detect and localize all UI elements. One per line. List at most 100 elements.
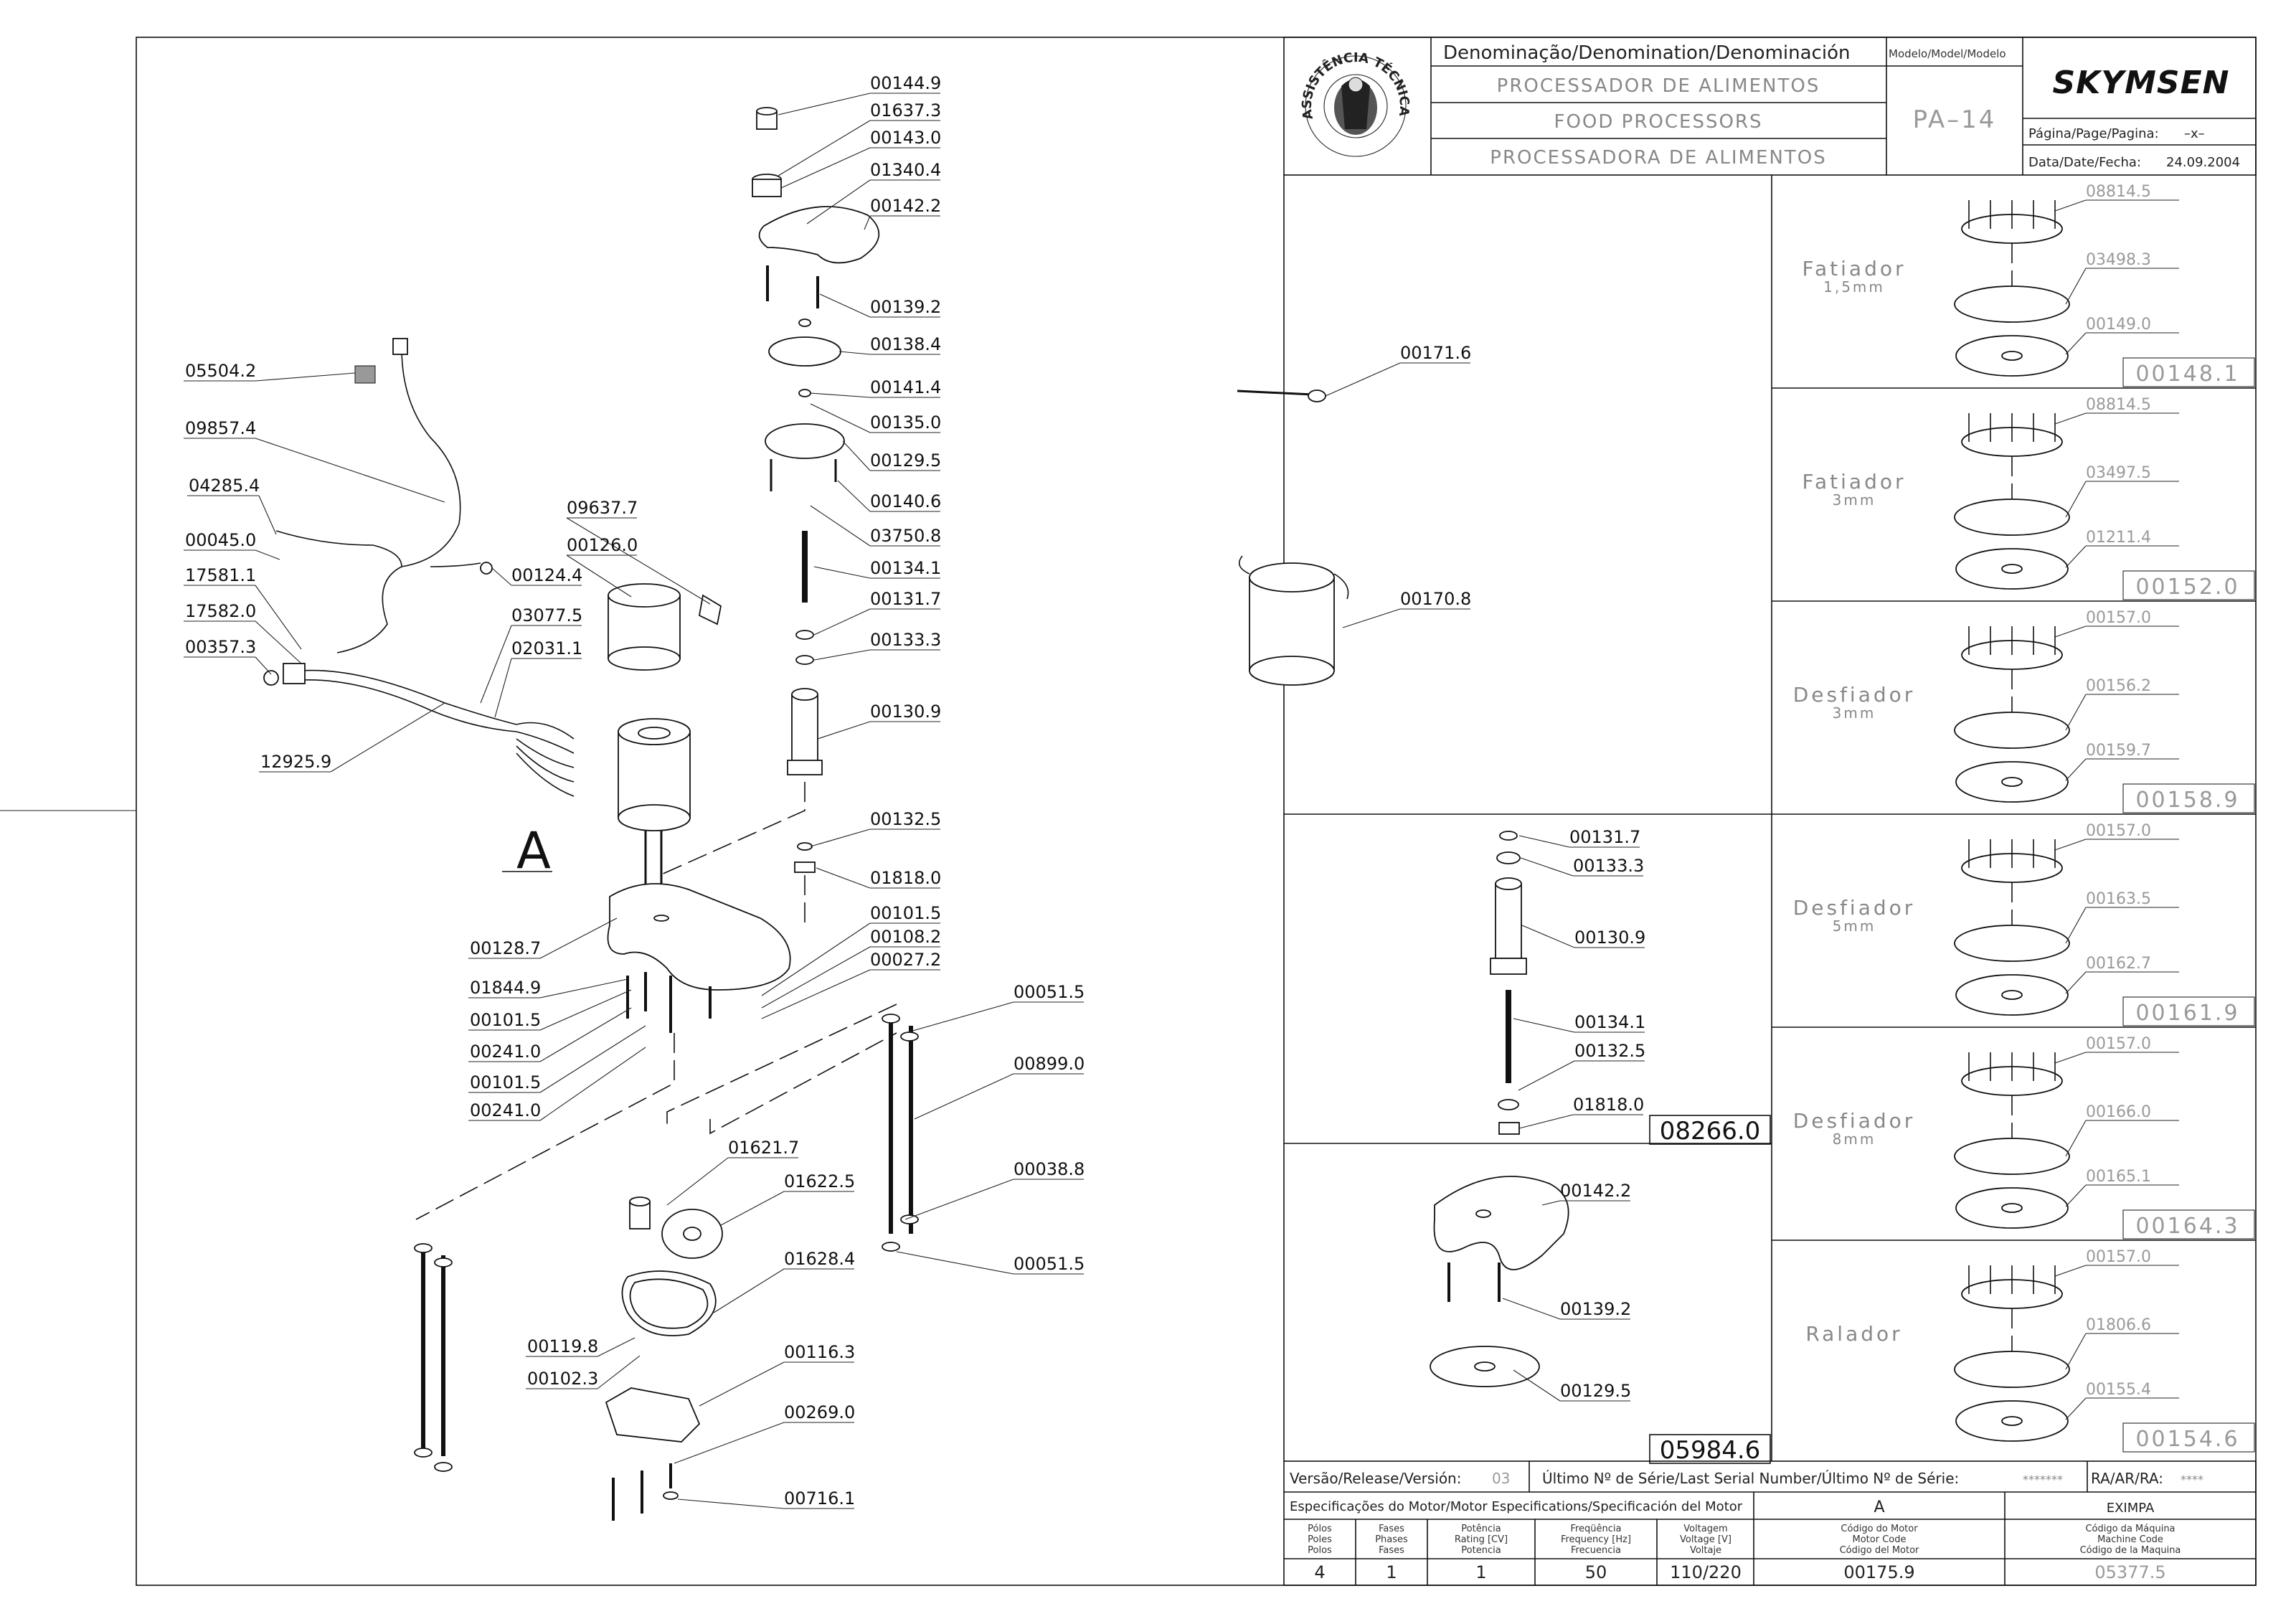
part-callout: 00144.9	[778, 73, 941, 115]
part-number: 00357.3	[185, 637, 256, 657]
part-number: 00134.1	[870, 558, 941, 578]
part-callout: 03498.3	[2065, 251, 2179, 305]
extra-parts	[1237, 390, 1349, 686]
part-number: 00133.3	[1573, 856, 1644, 876]
right-panel-grid	[1283, 175, 2256, 1461]
disc-title: Fatiador	[1802, 257, 1906, 280]
disc-size: 8mm	[1833, 1130, 1876, 1148]
part-callout: 00101.5	[761, 903, 941, 996]
disc-kit-code: 00161.9	[2135, 1001, 2239, 1026]
part-number: 01211.4	[2086, 529, 2151, 547]
manufacturer: EXIMPA	[2107, 1501, 2155, 1516]
part-number: 01818.0	[1573, 1095, 1644, 1115]
part-number: 03750.8	[870, 526, 941, 546]
part-callout: 03497.5	[2065, 464, 2179, 518]
part-callout: 09637.7	[566, 498, 711, 605]
part-callout: 00126.0	[566, 535, 638, 598]
part-number: 00155.4	[2086, 1381, 2151, 1399]
kit-panel-lid: 05984.6	[1430, 1176, 1771, 1465]
part-callout: 00132.5	[810, 809, 941, 847]
part-number: 03498.3	[2086, 251, 2151, 269]
footer-value: 50	[1585, 1562, 1607, 1582]
part-number: 00131.7	[1569, 827, 1640, 847]
part-callout: 01818.0	[1518, 1095, 1644, 1129]
part-callout: 01637.3	[778, 100, 941, 176]
part-number: 01806.6	[2086, 1316, 2151, 1334]
disc-size: 3mm	[1833, 491, 1876, 509]
part-number: 00126.0	[567, 535, 638, 555]
part-number: 03077.5	[511, 605, 582, 625]
part-callout: 00163.5	[2065, 890, 2179, 944]
part-number: 00045.0	[185, 530, 256, 550]
footer-column-header: Código del Motor	[1840, 1545, 1919, 1556]
part-callout: 00108.2	[761, 927, 941, 1009]
part-callout: 00165.1	[2065, 1168, 2179, 1207]
footer-column-header: Código da Máquina	[2085, 1524, 2175, 1534]
part-callout: 00155.4	[2065, 1381, 2179, 1420]
part-number: 00027.2	[870, 950, 941, 970]
part-number: 00143.0	[870, 128, 941, 148]
part-callout: 00166.0	[2065, 1103, 2179, 1157]
kit-code: 08266.0	[1660, 1117, 1761, 1146]
part-callout: 01818.0	[816, 867, 941, 889]
release-label: Versão/Release/Versión:	[1290, 1470, 1461, 1487]
part-number: 01621.7	[728, 1138, 799, 1158]
part-number: 00142.2	[870, 196, 941, 216]
sheet-border	[136, 37, 2257, 1586]
disc-title: Desfiador	[1793, 1109, 1916, 1133]
part-callout: 02031.1	[494, 638, 582, 718]
serial-value: *******	[2023, 1473, 2063, 1486]
title-block: ASSISTÊNCIA TÉCNICA AUTORIZADA Denominaç…	[0, 0, 2257, 176]
kit-part-labels: 00131.700133.300130.900134.100132.501818…	[1502, 827, 1645, 1402]
name-en: FOOD PROCESSORS	[1554, 111, 1762, 133]
ra-value: ****	[2181, 1473, 2203, 1486]
part-number: 00108.2	[870, 927, 941, 947]
part-number: 00144.9	[870, 73, 941, 93]
part-callout: 03077.5	[480, 605, 582, 704]
part-callout: 01340.4	[806, 160, 941, 225]
part-number: 00162.7	[2086, 955, 2151, 973]
part-number: 00157.0	[2086, 609, 2151, 627]
disc-kit-code: 00148.1	[2135, 362, 2239, 387]
part-number: 09637.7	[567, 498, 638, 518]
part-number: 00241.0	[470, 1042, 541, 1062]
part-callout: 00899.0	[914, 1054, 1085, 1120]
part-callout: 08814.5	[2054, 183, 2179, 212]
part-number: 00130.9	[870, 702, 941, 722]
footer-value: 110/220	[1670, 1562, 1742, 1582]
part-number: 08814.5	[2086, 183, 2151, 201]
part-callout: 00138.4	[838, 334, 941, 355]
part-number: 00132.5	[870, 809, 941, 829]
part-callout: 00116.3	[699, 1342, 855, 1407]
part-number: 00101.5	[470, 1072, 541, 1092]
kit-code: 05984.6	[1660, 1436, 1761, 1465]
denomination-header: Denominação/Denomination/Denominación	[1443, 42, 1850, 64]
part-number: 00899.0	[1014, 1054, 1085, 1074]
part-callout: 08814.5	[2054, 396, 2179, 425]
part-callout: 00131.7	[813, 589, 941, 636]
part-number: 00051.5	[1014, 1254, 1085, 1274]
part-number: 03497.5	[2086, 464, 2151, 482]
name-pt: PROCESSADOR DE ALIMENTOS	[1497, 75, 1820, 97]
part-number: 09857.4	[185, 418, 256, 438]
part-callout: 00139.2	[819, 293, 941, 318]
footer-column-header: Polos	[1308, 1545, 1332, 1556]
disc-hub	[2001, 1203, 2023, 1213]
disc-blade	[1954, 1351, 2070, 1388]
disc-hub	[2001, 777, 2023, 787]
kit-panel-shaft: 08266.0	[1490, 831, 1771, 1146]
part-callout: 00157.0	[2054, 1035, 2179, 1064]
disc-size: 5mm	[1833, 917, 1876, 935]
part-callout: 00134.1	[813, 558, 941, 579]
disc-title: Desfiador	[1793, 896, 1916, 920]
part-number: 00134.1	[1574, 1012, 1645, 1032]
part-number: 00269.0	[784, 1402, 855, 1422]
part-number: 01818.0	[870, 868, 941, 888]
part-number: 00101.5	[870, 903, 941, 923]
part-callout: 01211.4	[2065, 529, 2179, 568]
part-number: 00163.5	[2086, 890, 2151, 908]
